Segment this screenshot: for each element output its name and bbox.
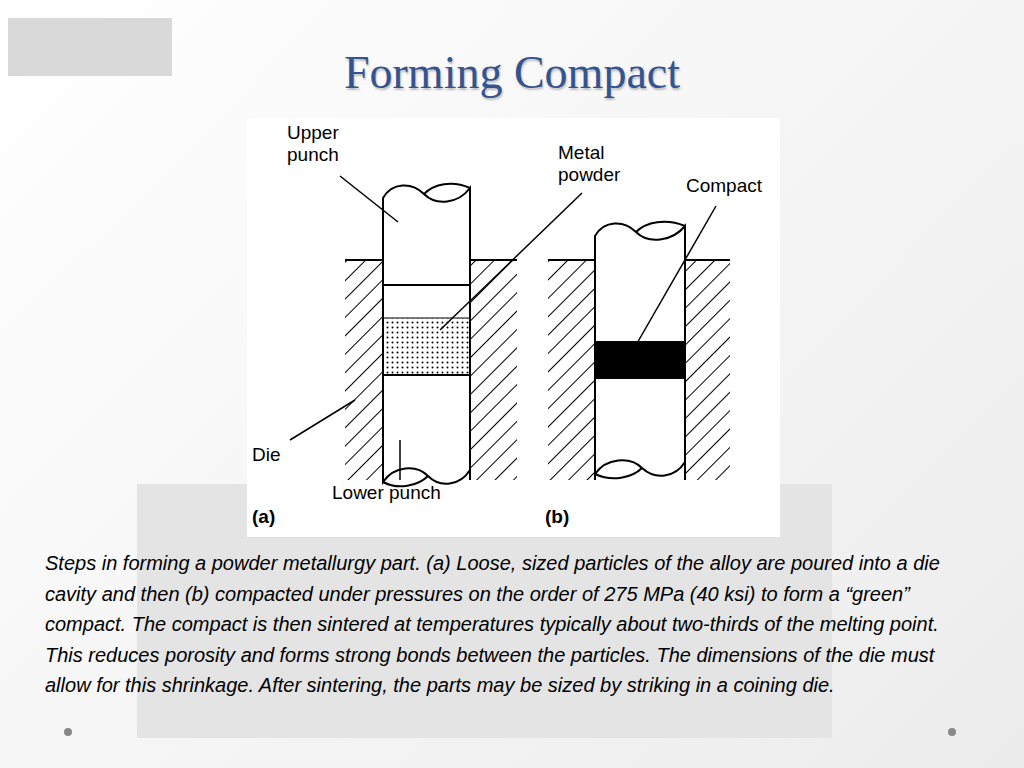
part-label: Metal powder (558, 142, 638, 186)
figure-ground (247, 118, 780, 537)
part-label: Lower punch (332, 482, 472, 504)
corner-panel (8, 18, 172, 76)
lower-punch (383, 375, 470, 484)
part-label: Die (252, 444, 302, 466)
upper-punch (383, 185, 470, 285)
leader-line (290, 176, 716, 480)
compact (595, 342, 685, 378)
part-label: Upper punch (287, 122, 367, 166)
panel-label: (a) (252, 506, 292, 528)
lower-punch (595, 378, 685, 476)
bullet-dot (64, 728, 72, 736)
bullet-dot (948, 728, 956, 736)
metal-powder (384, 318, 469, 375)
figure-caption: Steps in forming a powder metallurgy par… (45, 548, 965, 701)
part-label: Compact (686, 175, 781, 197)
slide-title: Forming Compact (0, 46, 1024, 99)
panel-label: (b) (545, 506, 585, 528)
